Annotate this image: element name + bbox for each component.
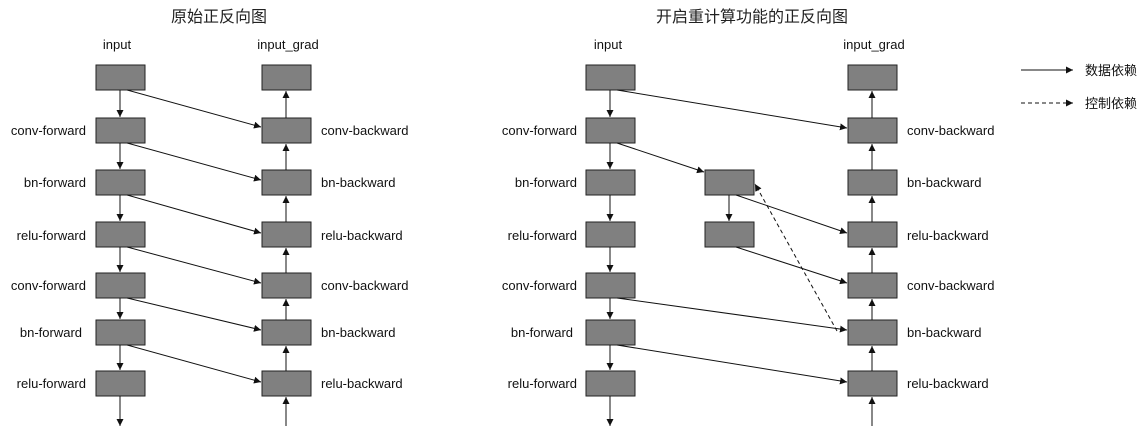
backward-label: bn-backward: [321, 325, 395, 340]
backward-label: conv-backward: [321, 123, 408, 138]
diagram-recompute: 开启重计算功能的正反向图 input input_grad conv-forwa…: [502, 7, 994, 426]
forward-label: relu-forward: [508, 228, 577, 243]
data-dependency-edge: [126, 246, 262, 285]
backward-node-box: [847, 117, 898, 144]
forward-node-box: [585, 221, 636, 248]
forward-node-box: [585, 117, 636, 144]
backward-input-grad-box: [847, 64, 898, 91]
forward-label: bn-forward: [511, 325, 573, 340]
forward-node-box: [95, 117, 146, 144]
diagram-original: 原始正反向图 input input_grad conv-forward bn-…: [11, 7, 408, 426]
backward-node-box: [847, 272, 898, 299]
data-dependency-edge: [616, 89, 848, 131]
backward-label: relu-backward: [321, 228, 403, 243]
backward-header: input_grad: [843, 37, 904, 52]
backward-node-box: [261, 370, 312, 397]
legend: 数据依赖 控制依赖: [1021, 63, 1137, 111]
backward-label: conv-backward: [907, 278, 994, 293]
legend-control-dependency-label: 控制依赖: [1085, 96, 1137, 111]
backward-label: relu-backward: [907, 376, 989, 391]
forward-node-box: [95, 221, 146, 248]
data-dependency-edge: [126, 344, 262, 384]
forward-label: conv-forward: [502, 123, 577, 138]
forward-label: relu-forward: [508, 376, 577, 391]
forward-header: input: [103, 37, 132, 52]
data-dependency-edge: [126, 89, 262, 129]
data-dependency-edge: [616, 297, 848, 333]
forward-node-box: [95, 370, 146, 397]
backward-node-box: [261, 272, 312, 299]
data-dependency-edge: [616, 142, 705, 174]
backward-label: conv-backward: [321, 278, 408, 293]
forward-node-box: [585, 370, 636, 397]
recompute-node-box: [704, 221, 755, 248]
forward-input-box: [95, 64, 146, 91]
forward-node-box: [585, 272, 636, 299]
forward-label: conv-forward: [11, 123, 86, 138]
backward-node-box: [261, 169, 312, 196]
backward-input-grad-box: [261, 64, 312, 91]
backward-header: input_grad: [257, 37, 318, 52]
legend-data-dependency-label: 数据依赖: [1085, 63, 1137, 78]
forward-label: conv-forward: [502, 278, 577, 293]
forward-label: relu-forward: [17, 228, 86, 243]
control-dependency-edge: [754, 183, 838, 332]
backward-label: bn-backward: [907, 325, 981, 340]
forward-node-box: [95, 319, 146, 346]
backward-node-box: [847, 221, 898, 248]
forward-node-box: [585, 319, 636, 346]
backward-label: bn-backward: [321, 175, 395, 190]
forward-label: bn-forward: [515, 175, 577, 190]
backward-node-box: [847, 370, 898, 397]
recompute-node-box: [704, 169, 755, 196]
data-dependency-edge: [126, 142, 262, 182]
backward-node-box: [847, 319, 898, 346]
forward-label: relu-forward: [17, 376, 86, 391]
data-dependency-edge: [735, 194, 848, 235]
forward-header: input: [594, 37, 623, 52]
data-dependency-edge: [616, 344, 848, 385]
forward-node-box: [585, 169, 636, 196]
forward-label: bn-forward: [24, 175, 86, 190]
diagram-title: 开启重计算功能的正反向图: [656, 7, 848, 26]
backward-label: conv-backward: [907, 123, 994, 138]
backward-label: bn-backward: [907, 175, 981, 190]
backward-node-box: [261, 319, 312, 346]
forward-input-box: [585, 64, 636, 91]
data-dependency-edge: [126, 297, 262, 332]
backward-node-box: [261, 221, 312, 248]
backward-node-box: [261, 117, 312, 144]
backward-label: relu-backward: [907, 228, 989, 243]
data-dependency-edge: [735, 246, 848, 285]
forward-node-box: [95, 169, 146, 196]
data-dependency-edge: [126, 194, 262, 235]
backward-node-box: [847, 169, 898, 196]
forward-label: bn-forward: [20, 325, 82, 340]
forward-label: conv-forward: [11, 278, 86, 293]
backward-label: relu-backward: [321, 376, 403, 391]
forward-node-box: [95, 272, 146, 299]
diagram-title: 原始正反向图: [171, 7, 267, 26]
